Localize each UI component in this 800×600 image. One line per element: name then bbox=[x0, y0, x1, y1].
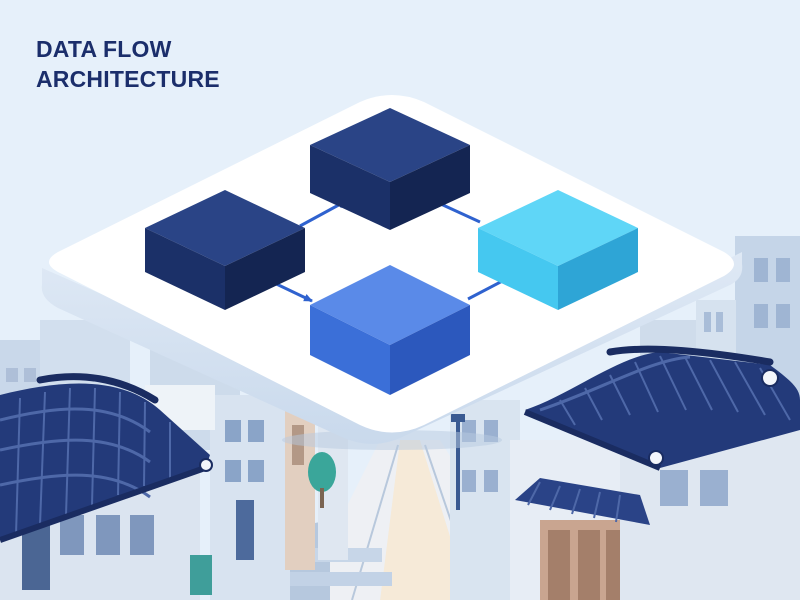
node-top bbox=[310, 108, 470, 230]
right-buildings bbox=[450, 400, 800, 600]
tree-icon bbox=[308, 452, 336, 492]
node-bottom bbox=[310, 265, 470, 395]
title-line-2: ARCHITECTURE bbox=[36, 66, 220, 92]
right-hanok bbox=[523, 345, 800, 471]
left-hanok bbox=[0, 373, 213, 600]
node-left bbox=[145, 190, 305, 310]
left-roof bbox=[0, 383, 210, 540]
diagram-title: DATA FLOW ARCHITECTURE bbox=[36, 34, 220, 94]
title-line-1: DATA FLOW bbox=[36, 36, 172, 62]
node-right bbox=[478, 190, 638, 310]
left-buildings bbox=[145, 385, 348, 600]
diagram-platform bbox=[41, 95, 743, 450]
